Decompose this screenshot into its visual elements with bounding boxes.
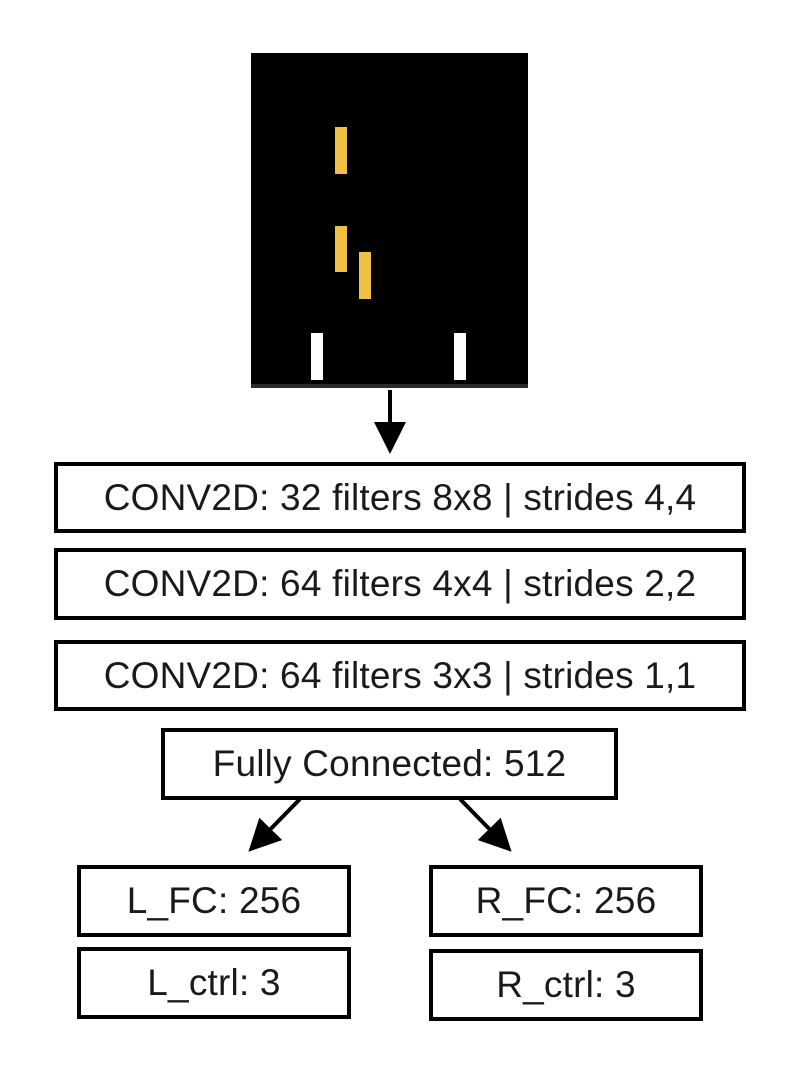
left-ctrl-label: L_ctrl: 3 bbox=[147, 962, 281, 1003]
falling-block-1 bbox=[335, 127, 347, 174]
conv-layer-2-label: CONV2D: 64 filters 4x4 | strides 2,2 bbox=[103, 563, 697, 604]
left-ctrl-layer: L_ctrl: 3 bbox=[77, 947, 351, 1019]
left-fc-label: L_FC: 256 bbox=[126, 880, 302, 921]
game-observation-frame bbox=[251, 53, 528, 388]
fully-connected-label: Fully Connected: 512 bbox=[212, 743, 567, 784]
conv-layer-1-label: CONV2D: 32 filters 8x8 | strides 4,4 bbox=[103, 476, 697, 518]
right-fc-label: R_FC: 256 bbox=[475, 880, 657, 921]
arrow-fc-to-right bbox=[458, 797, 512, 852]
right-ctrl-label: R_ctrl: 3 bbox=[496, 964, 636, 1005]
left-fc-layer: L_FC: 256 bbox=[77, 865, 351, 937]
arrow-fc-to-left bbox=[248, 797, 302, 852]
left-paddle bbox=[311, 333, 323, 380]
fully-connected-layer: Fully Connected: 512 bbox=[161, 728, 618, 800]
right-ctrl-layer: R_ctrl: 3 bbox=[429, 949, 703, 1021]
conv-layer-3: CONV2D: 64 filters 3x3 | strides 1,1 bbox=[54, 640, 746, 711]
right-paddle bbox=[454, 333, 466, 380]
conv-layer-3-label: CONV2D: 64 filters 3x3 | strides 1,1 bbox=[103, 654, 697, 696]
right-fc-layer: R_FC: 256 bbox=[429, 865, 703, 937]
conv-layer-1: CONV2D: 32 filters 8x8 | strides 4,4 bbox=[54, 462, 746, 533]
falling-block-3 bbox=[359, 252, 371, 299]
conv-layer-2: CONV2D: 64 filters 4x4 | strides 2,2 bbox=[54, 548, 746, 620]
falling-block-2 bbox=[335, 226, 347, 272]
